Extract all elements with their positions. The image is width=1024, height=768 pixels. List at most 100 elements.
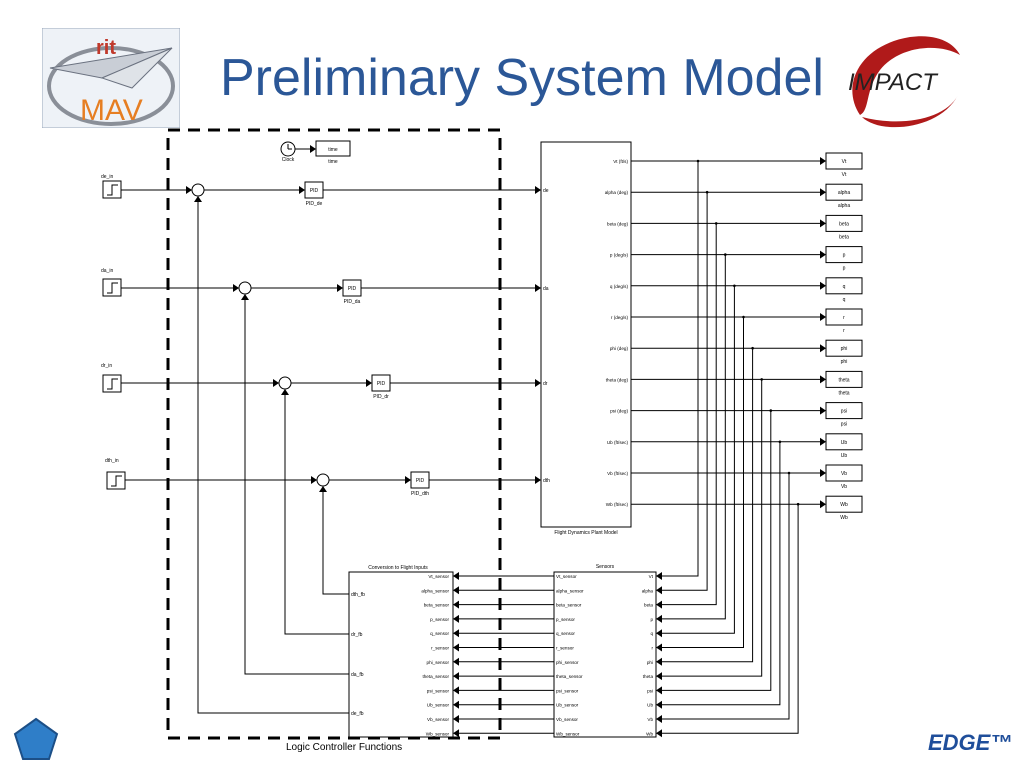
- scope-block: [825, 464, 863, 482]
- scope-text: Vb: [841, 471, 847, 477]
- scope-block: [825, 308, 863, 326]
- arrow-head: [656, 657, 662, 666]
- arrow-head: [656, 572, 662, 580]
- arrow-head: [311, 476, 317, 484]
- plant-input-port: dr: [543, 381, 548, 387]
- sensors-block: [553, 571, 657, 738]
- signal-line: [197, 199, 349, 714]
- scope-label: Vt: [842, 172, 847, 178]
- sensor-output-port: psi_sensor: [556, 688, 579, 693]
- sensor-output-port: Vt_sensor: [556, 574, 577, 579]
- conversion-input-port: q_sensor: [430, 631, 449, 636]
- signal-line: [322, 489, 349, 595]
- scope-label: psi: [841, 422, 847, 428]
- arrow-head: [453, 614, 459, 623]
- sensor-input-port: Vt: [649, 574, 654, 579]
- scope-block: [825, 495, 863, 513]
- arrow-head: [535, 379, 541, 387]
- conversion-input-port: Vb_sensor: [427, 717, 449, 722]
- arrow-head: [319, 486, 327, 492]
- scope-label: Ub: [841, 453, 848, 459]
- plant-input-port: da: [543, 286, 549, 292]
- pid-label: PID_de: [306, 201, 323, 207]
- time-block-text: time: [328, 147, 338, 153]
- sum-block: [191, 183, 205, 197]
- scope-label: phi: [841, 359, 848, 365]
- arrow-head: [273, 379, 279, 387]
- conversion-input-port: phi_sensor: [427, 660, 450, 665]
- arrow-head: [820, 375, 826, 384]
- conversion-block: [348, 571, 454, 738]
- signal-line: [659, 348, 754, 663]
- slide-title: Preliminary System Model: [220, 49, 824, 107]
- footer-caption: Logic Controller Functions: [286, 742, 403, 753]
- conversion-input-port: theta_sensor: [422, 674, 449, 679]
- signal-line: [284, 392, 349, 635]
- pentagon-nav-button[interactable]: [12, 716, 60, 762]
- feedback-port: da_fb: [351, 672, 364, 678]
- plant-output-port: p (deg/s): [610, 253, 629, 258]
- arrow-head: [453, 715, 459, 723]
- signal-line: [659, 473, 790, 720]
- arrow-head: [453, 586, 459, 595]
- plant-output-port: r (deg/s): [611, 315, 629, 320]
- sensor-output-port: theta_sensor: [556, 674, 583, 679]
- arrow-head: [656, 729, 662, 738]
- input-label: de_in: [101, 174, 113, 180]
- arrow-head: [820, 313, 826, 321]
- arrow-head: [366, 379, 372, 387]
- step-icon: [111, 475, 122, 487]
- step-icon: [107, 378, 118, 390]
- input-label: da_in: [101, 268, 113, 274]
- plant-input-port: dth: [543, 478, 550, 484]
- signal-line: [659, 410, 772, 691]
- conversion-input-port: r_sensor: [431, 646, 449, 651]
- sensor-input-port: psi: [647, 688, 653, 693]
- signal-line: [659, 192, 708, 591]
- sum-block: [316, 473, 330, 487]
- clock-label: Clock: [282, 157, 295, 163]
- plant-input-port: de: [543, 188, 549, 194]
- controller-boundary: [166, 128, 502, 740]
- scope-text: alpha: [838, 190, 850, 196]
- arrow-head: [656, 672, 662, 681]
- feedback-port: dr_fb: [351, 632, 363, 638]
- scope-text: Wb: [840, 502, 848, 508]
- sensor-input-port: alpha: [642, 588, 654, 593]
- arrow-head: [820, 469, 826, 477]
- scope-text: Vt: [842, 159, 847, 165]
- sensor-output-port: r_sensor: [556, 646, 574, 651]
- feedback-port: dth_fb: [351, 592, 365, 598]
- arrow-head: [453, 686, 459, 695]
- sensor-output-port: q_sensor: [556, 631, 575, 636]
- arrow-head: [281, 389, 289, 395]
- sensor-input-port: theta: [643, 674, 654, 679]
- pid-text: PID: [377, 381, 386, 387]
- scope-block: [825, 277, 863, 295]
- sensor-output-port: Wb_sensor: [556, 731, 580, 736]
- signal-line: [659, 317, 744, 648]
- plant-output-port: theta (deg): [606, 377, 629, 382]
- pid-label: PID_dr: [373, 394, 389, 400]
- conversion-input-port: Wb_sensor: [426, 731, 450, 736]
- pentagon-icon: [13, 717, 59, 760]
- arrow-head: [820, 344, 826, 353]
- scope-text: p: [843, 253, 846, 259]
- scope-label: Vb: [841, 484, 847, 490]
- scope-block: [825, 433, 863, 451]
- sensor-input-port: Ub: [647, 703, 653, 708]
- scope-text: psi: [841, 409, 847, 415]
- arrow-head: [233, 284, 239, 292]
- rit-mav-logo: rit MAV: [41, 27, 181, 129]
- arrow-head: [535, 476, 541, 484]
- pid-text: PID: [310, 188, 319, 194]
- plant-output-port: alpha (deg): [605, 190, 629, 195]
- sensor-input-port: Vb: [647, 717, 653, 722]
- arrow-head: [820, 219, 826, 228]
- sum-block: [238, 281, 252, 295]
- sensor-input-port: beta: [644, 603, 653, 608]
- scope-label: beta: [839, 234, 849, 240]
- impact-text: IMPACT: [848, 69, 939, 96]
- arrow-head: [820, 500, 826, 509]
